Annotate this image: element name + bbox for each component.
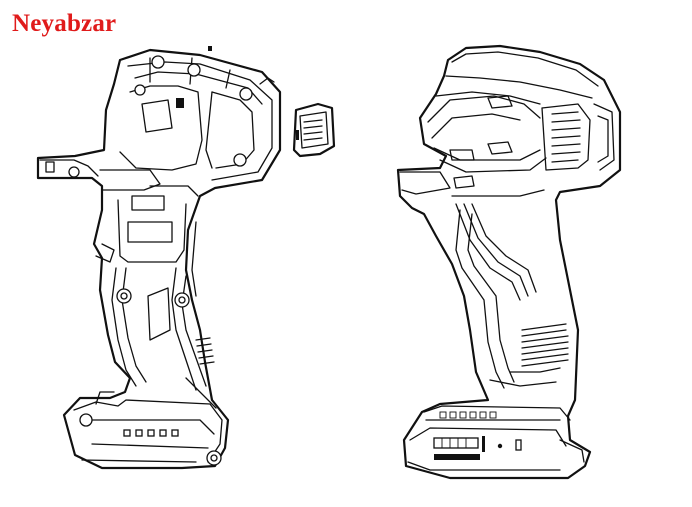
brand-logo-text: Neyabzar xyxy=(12,10,117,37)
small-cover-part xyxy=(292,102,336,158)
inner-housing-half xyxy=(36,46,282,470)
outer-housing-shell xyxy=(396,44,622,480)
